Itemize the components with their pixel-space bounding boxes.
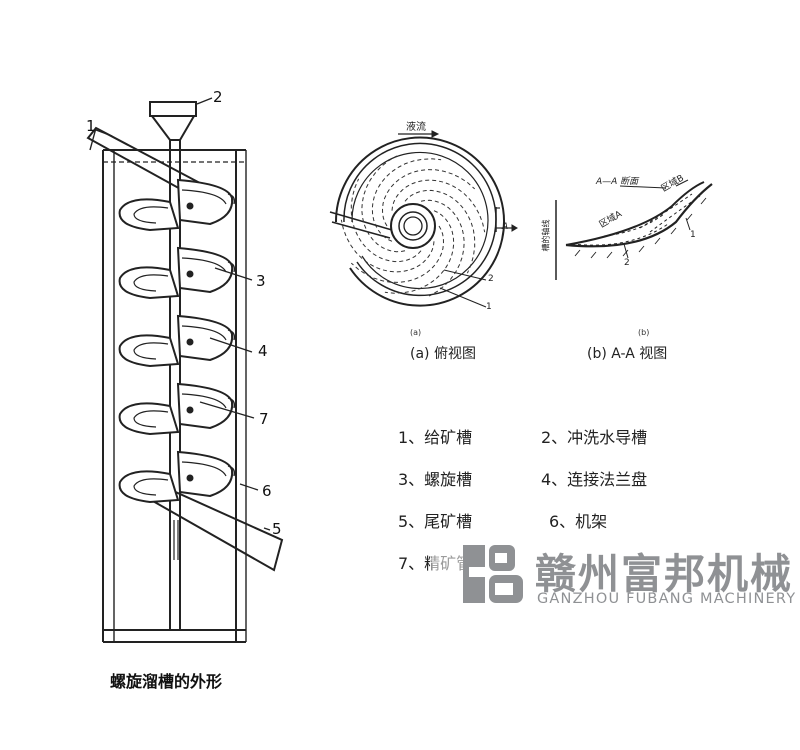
callout-7: 7 [259,410,269,428]
flow-swirl-line [384,210,455,294]
top-view-caption: (a) 俯视图 [410,346,476,362]
flow-label: 液流 [406,122,426,133]
top-callout-1: 1 [486,302,492,312]
fubang-logo-icon [463,545,523,603]
watermark-company-en: GANZHOU FUBANG MACHINERY [537,591,797,607]
callout-3: 3 [256,272,266,290]
flow-swirl-line [404,189,476,274]
section-callout-1: 1 [690,230,696,240]
flow-swirl-line [381,169,476,227]
callout-4: 4 [258,342,268,360]
watermark-band [432,530,790,620]
axis-label: 槽的轴线 [541,219,551,252]
legend-item-5: 5、尾矿槽 [398,512,473,531]
flange-bolt [186,474,194,482]
figure-title: 螺旋溜槽的外形 [110,672,223,691]
top-callout-2: 2 [488,274,494,284]
watermark-company-cn: 赣州富邦机械 [535,550,793,598]
legend-item-6: 6、机架 [549,512,608,531]
flange-bolt [186,202,194,210]
callout-6: 6 [262,482,272,500]
flange-bolt [186,270,194,278]
top-view-sublabel: (a) [410,328,422,337]
legend-item-4: 4、连接法兰盘 [541,470,648,489]
section-view-caption: (b) A-A 视图 [587,346,668,362]
section-callout-2: 2 [624,258,630,268]
legend-item-1: 1、给矿槽 [398,428,473,447]
section-title: A—A 断面 [596,177,639,187]
flow-swirl-line [371,158,442,242]
flow-swirl-line [391,179,486,233]
callout-5: 5 [272,520,282,538]
flow-swirl-line [361,155,406,253]
callout-1: 1 [86,117,96,135]
section-mark-a: A [502,222,509,232]
flow-swirl-line [420,199,465,297]
legend-item-3: 3、螺旋槽 [398,470,473,489]
flow-swirl-line [350,178,422,263]
flow-swirl-line [350,225,445,283]
flange-bolt [186,406,194,414]
section-view-sublabel: (b) [638,328,650,337]
legend-item-2: 2、冲洗水导槽 [541,428,648,447]
wash-water-funnel [149,101,197,117]
callout-2: 2 [213,88,223,106]
flange-bolt [186,338,194,346]
flow-swirl-line [340,219,435,273]
